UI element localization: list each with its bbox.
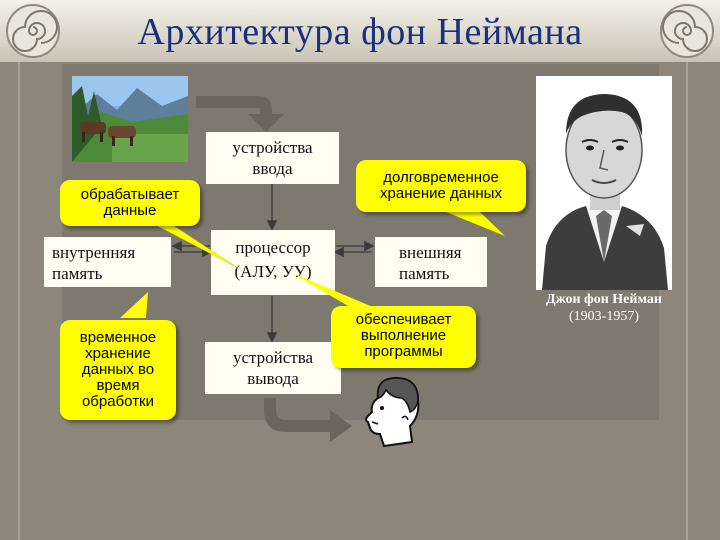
portrait-years: (1903-1957) (569, 309, 639, 324)
internal-memory-block: внутренняя память (44, 237, 171, 287)
output-flow-arrow (264, 398, 352, 442)
user-head-icon (365, 376, 420, 448)
external-memory-block: внешняя память (375, 237, 487, 287)
page-title: Архитектура фон Неймана (137, 11, 583, 53)
slide-frame (18, 62, 688, 540)
portrait-name: Джон фон Нейман (546, 292, 662, 307)
callout-executes-program: обеспечивает выполнение программы (331, 306, 476, 368)
processor-block: процессор (АЛУ, УУ) (211, 230, 335, 295)
output-devices-block: устройства вывода (205, 342, 341, 394)
input-devices-block: устройства ввода (206, 132, 339, 184)
scroll-ornament-right-icon (660, 4, 714, 58)
callout-temporary-storage: временное хранение данных во время обраб… (60, 320, 176, 420)
callout-long-term-storage: долговременное хранение данных (356, 160, 526, 212)
scroll-ornament-left-icon (6, 4, 60, 58)
landscape-image (72, 76, 188, 162)
input-flow-arrow (196, 96, 284, 132)
title-banner (0, 0, 720, 62)
callout-processes-data: обрабатывает данные (60, 180, 200, 226)
portrait-image (536, 76, 672, 290)
